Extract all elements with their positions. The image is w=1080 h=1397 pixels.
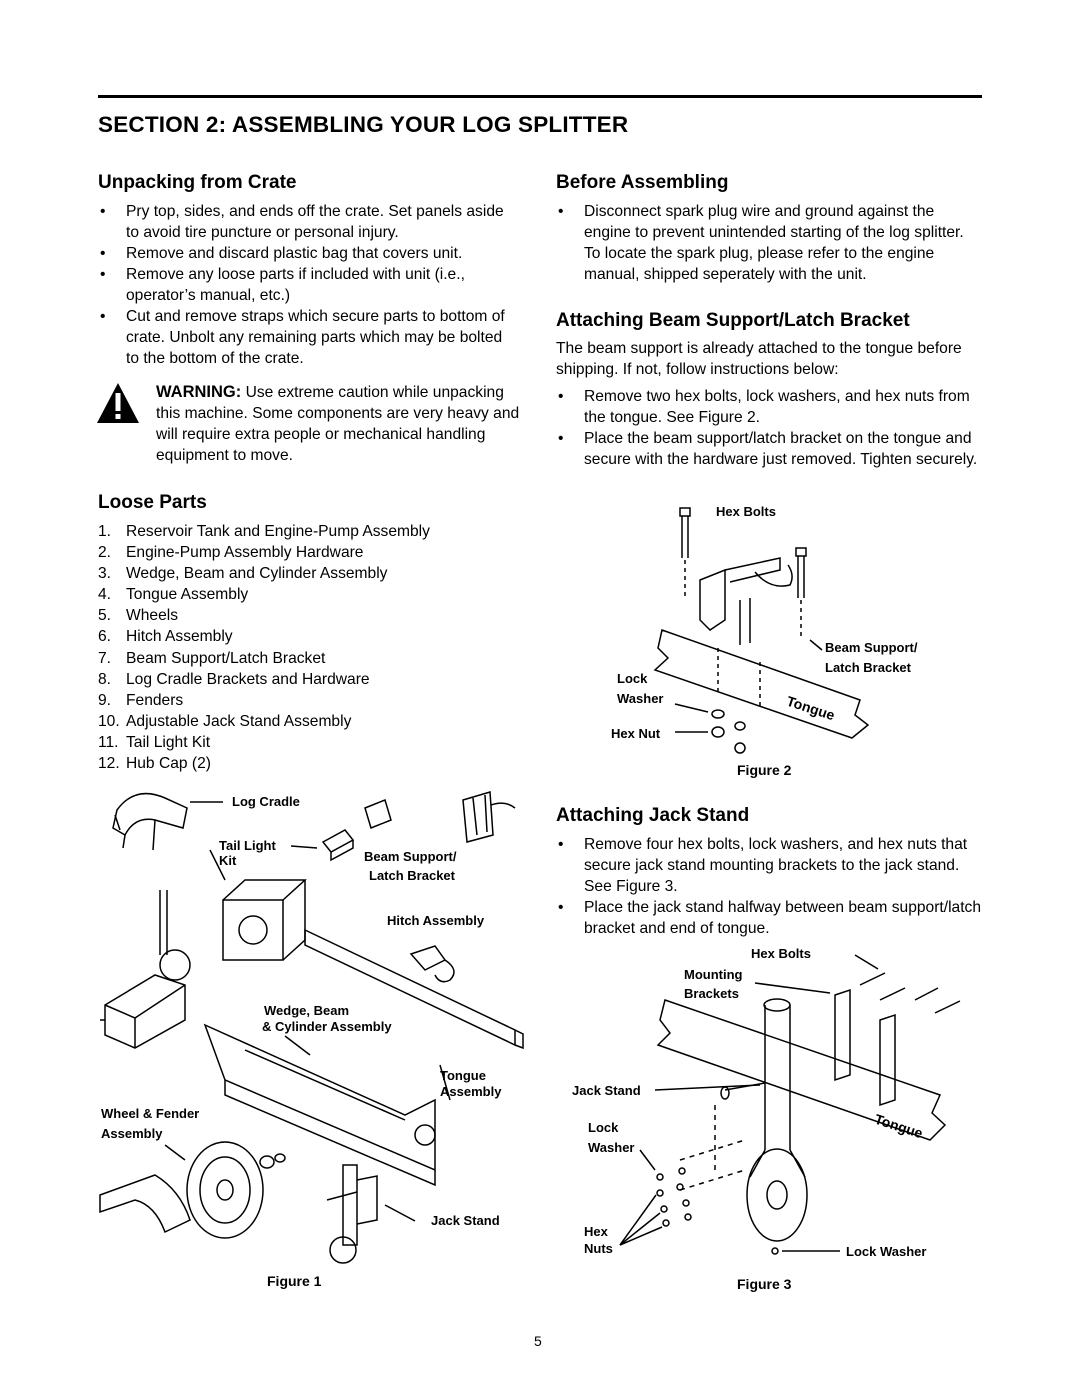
beam-support-intro: The beam support is already attached to … [556, 340, 962, 378]
warning-text: Use extreme caution while unpacking this… [156, 384, 520, 464]
fig1-label-tail-light-kit: Kit [219, 853, 237, 868]
list-item: Remove two hex bolts, lock washers, and … [556, 386, 984, 428]
fig1-label-wedge-beam: Wedge, Beam [264, 1003, 350, 1018]
loose-parts-list: 1.Reservoir Tank and Engine-Pump Assembl… [98, 521, 518, 774]
list-item: 3.Wedge, Beam and Cylinder Assembly [98, 565, 388, 583]
fig3-label-hex: Hex [584, 1224, 608, 1239]
list-item: 1.Reservoir Tank and Engine-Pump Assembl… [98, 523, 430, 540]
list-item: 9.Fenders [98, 691, 184, 709]
jack-stand-heading: Attaching Jack Stand [556, 805, 750, 826]
figure-2-illustration [653, 507, 870, 754]
list-item: 2.Engine-Pump Assembly Hardware [98, 544, 364, 562]
list-item: 7.Beam Support/Latch Bracket [98, 649, 326, 667]
fig3-label-washer: Washer [588, 1140, 635, 1155]
warning-label: WARNING: [156, 383, 242, 401]
list-item: Remove and discard plastic bag that cove… [98, 243, 518, 264]
fig1-label-hitch-assembly: Hitch Assembly [387, 913, 485, 928]
page-number: 5 [534, 1333, 542, 1349]
list-item: Disconnect spark plug wire and ground ag… [556, 201, 984, 285]
fig1-label-cylinder-assembly: & Cylinder Assembly [262, 1019, 392, 1034]
before-assembling-list: Disconnect spark plug wire and ground ag… [556, 201, 984, 285]
list-item: Remove any loose parts if included with … [98, 264, 518, 306]
fig1-label-tongue: Tongue [440, 1068, 486, 1083]
jack-stand-list: Remove four hex bolts, lock washers, and… [556, 834, 984, 939]
unpacking-list: Pry top, sides, and ends off the crate. … [98, 201, 518, 369]
warning-block: WARNING: Use extreme caution while unpac… [156, 382, 524, 466]
fig3-label-hex-bolts: Hex Bolts [751, 946, 811, 961]
list-item: Cut and remove straps which secure parts… [98, 306, 518, 369]
fig1-label-tongue-assembly: Assembly [440, 1084, 502, 1099]
fig2-label-washer: Washer [617, 691, 664, 706]
figure-3-caption: Figure 3 [737, 1276, 792, 1292]
top-rule [98, 95, 982, 98]
beam-support-list: Remove two hex bolts, lock washers, and … [556, 386, 984, 470]
fig1-label-latch-bracket: Latch Bracket [369, 868, 455, 883]
fig2-label-lock: Lock [617, 671, 648, 686]
list-item: 11.Tail Light Kit [98, 733, 211, 751]
fig3-label-jack-stand: Jack Stand [572, 1083, 641, 1098]
fig1-label-log-cradle: Log Cradle [232, 794, 300, 809]
figure-1-caption: Figure 1 [267, 1273, 322, 1289]
list-item: 12.Hub Cap (2) [98, 755, 211, 773]
before-assembling-heading: Before Assembling [556, 172, 729, 193]
fig2-label-beam-support: Beam Support/ [825, 640, 918, 655]
fig1-label-wheel-assembly: Assembly [101, 1126, 163, 1141]
fig3-label-nuts: Nuts [584, 1241, 613, 1256]
list-item: 10.Adjustable Jack Stand Assembly [98, 712, 352, 730]
unpacking-heading: Unpacking from Crate [98, 172, 297, 193]
fig1-label-wheel-fender: Wheel & Fender [101, 1106, 200, 1121]
section-title: SECTION 2: ASSEMBLING YOUR LOG SPLITTER [98, 112, 629, 137]
loose-parts-heading: Loose Parts [98, 492, 207, 513]
list-item: Remove four hex bolts, lock washers, and… [556, 834, 984, 897]
list-item: Pry top, sides, and ends off the crate. … [98, 201, 518, 243]
figure-3-illustration [619, 954, 961, 1255]
list-item: 4.Tongue Assembly [98, 586, 249, 604]
list-item: Place the beam support/latch bracket on … [556, 428, 984, 470]
list-item: 8.Log Cradle Brackets and Hardware [98, 670, 370, 688]
fig2-label-hex-nut: Hex Nut [611, 726, 661, 741]
list-item: Place the jack stand halfway between bea… [556, 897, 984, 939]
fig3-label-mounting: Mounting [684, 967, 743, 982]
fig1-label-tail-light: Tail Light [219, 838, 276, 853]
fig2-label-hex-bolts: Hex Bolts [716, 504, 776, 519]
fig2-label-latch-bracket: Latch Bracket [825, 660, 911, 675]
list-item: 6.Hitch Assembly [98, 628, 233, 646]
warning-triangle-icon [97, 383, 139, 423]
fig3-label-lock-washer: Lock Washer [846, 1244, 927, 1259]
fig1-label-beam-support: Beam Support/ [364, 849, 457, 864]
fig3-label-brackets: Brackets [684, 986, 739, 1001]
figure-1-illustration [99, 791, 524, 1264]
fig3-label-lock: Lock [588, 1120, 619, 1135]
fig1-label-jack-stand: Jack Stand [431, 1213, 500, 1228]
figure-2-caption: Figure 2 [737, 762, 792, 778]
list-item: 5.Wheels [98, 607, 178, 625]
beam-support-heading: Attaching Beam Support/Latch Bracket [556, 310, 910, 331]
